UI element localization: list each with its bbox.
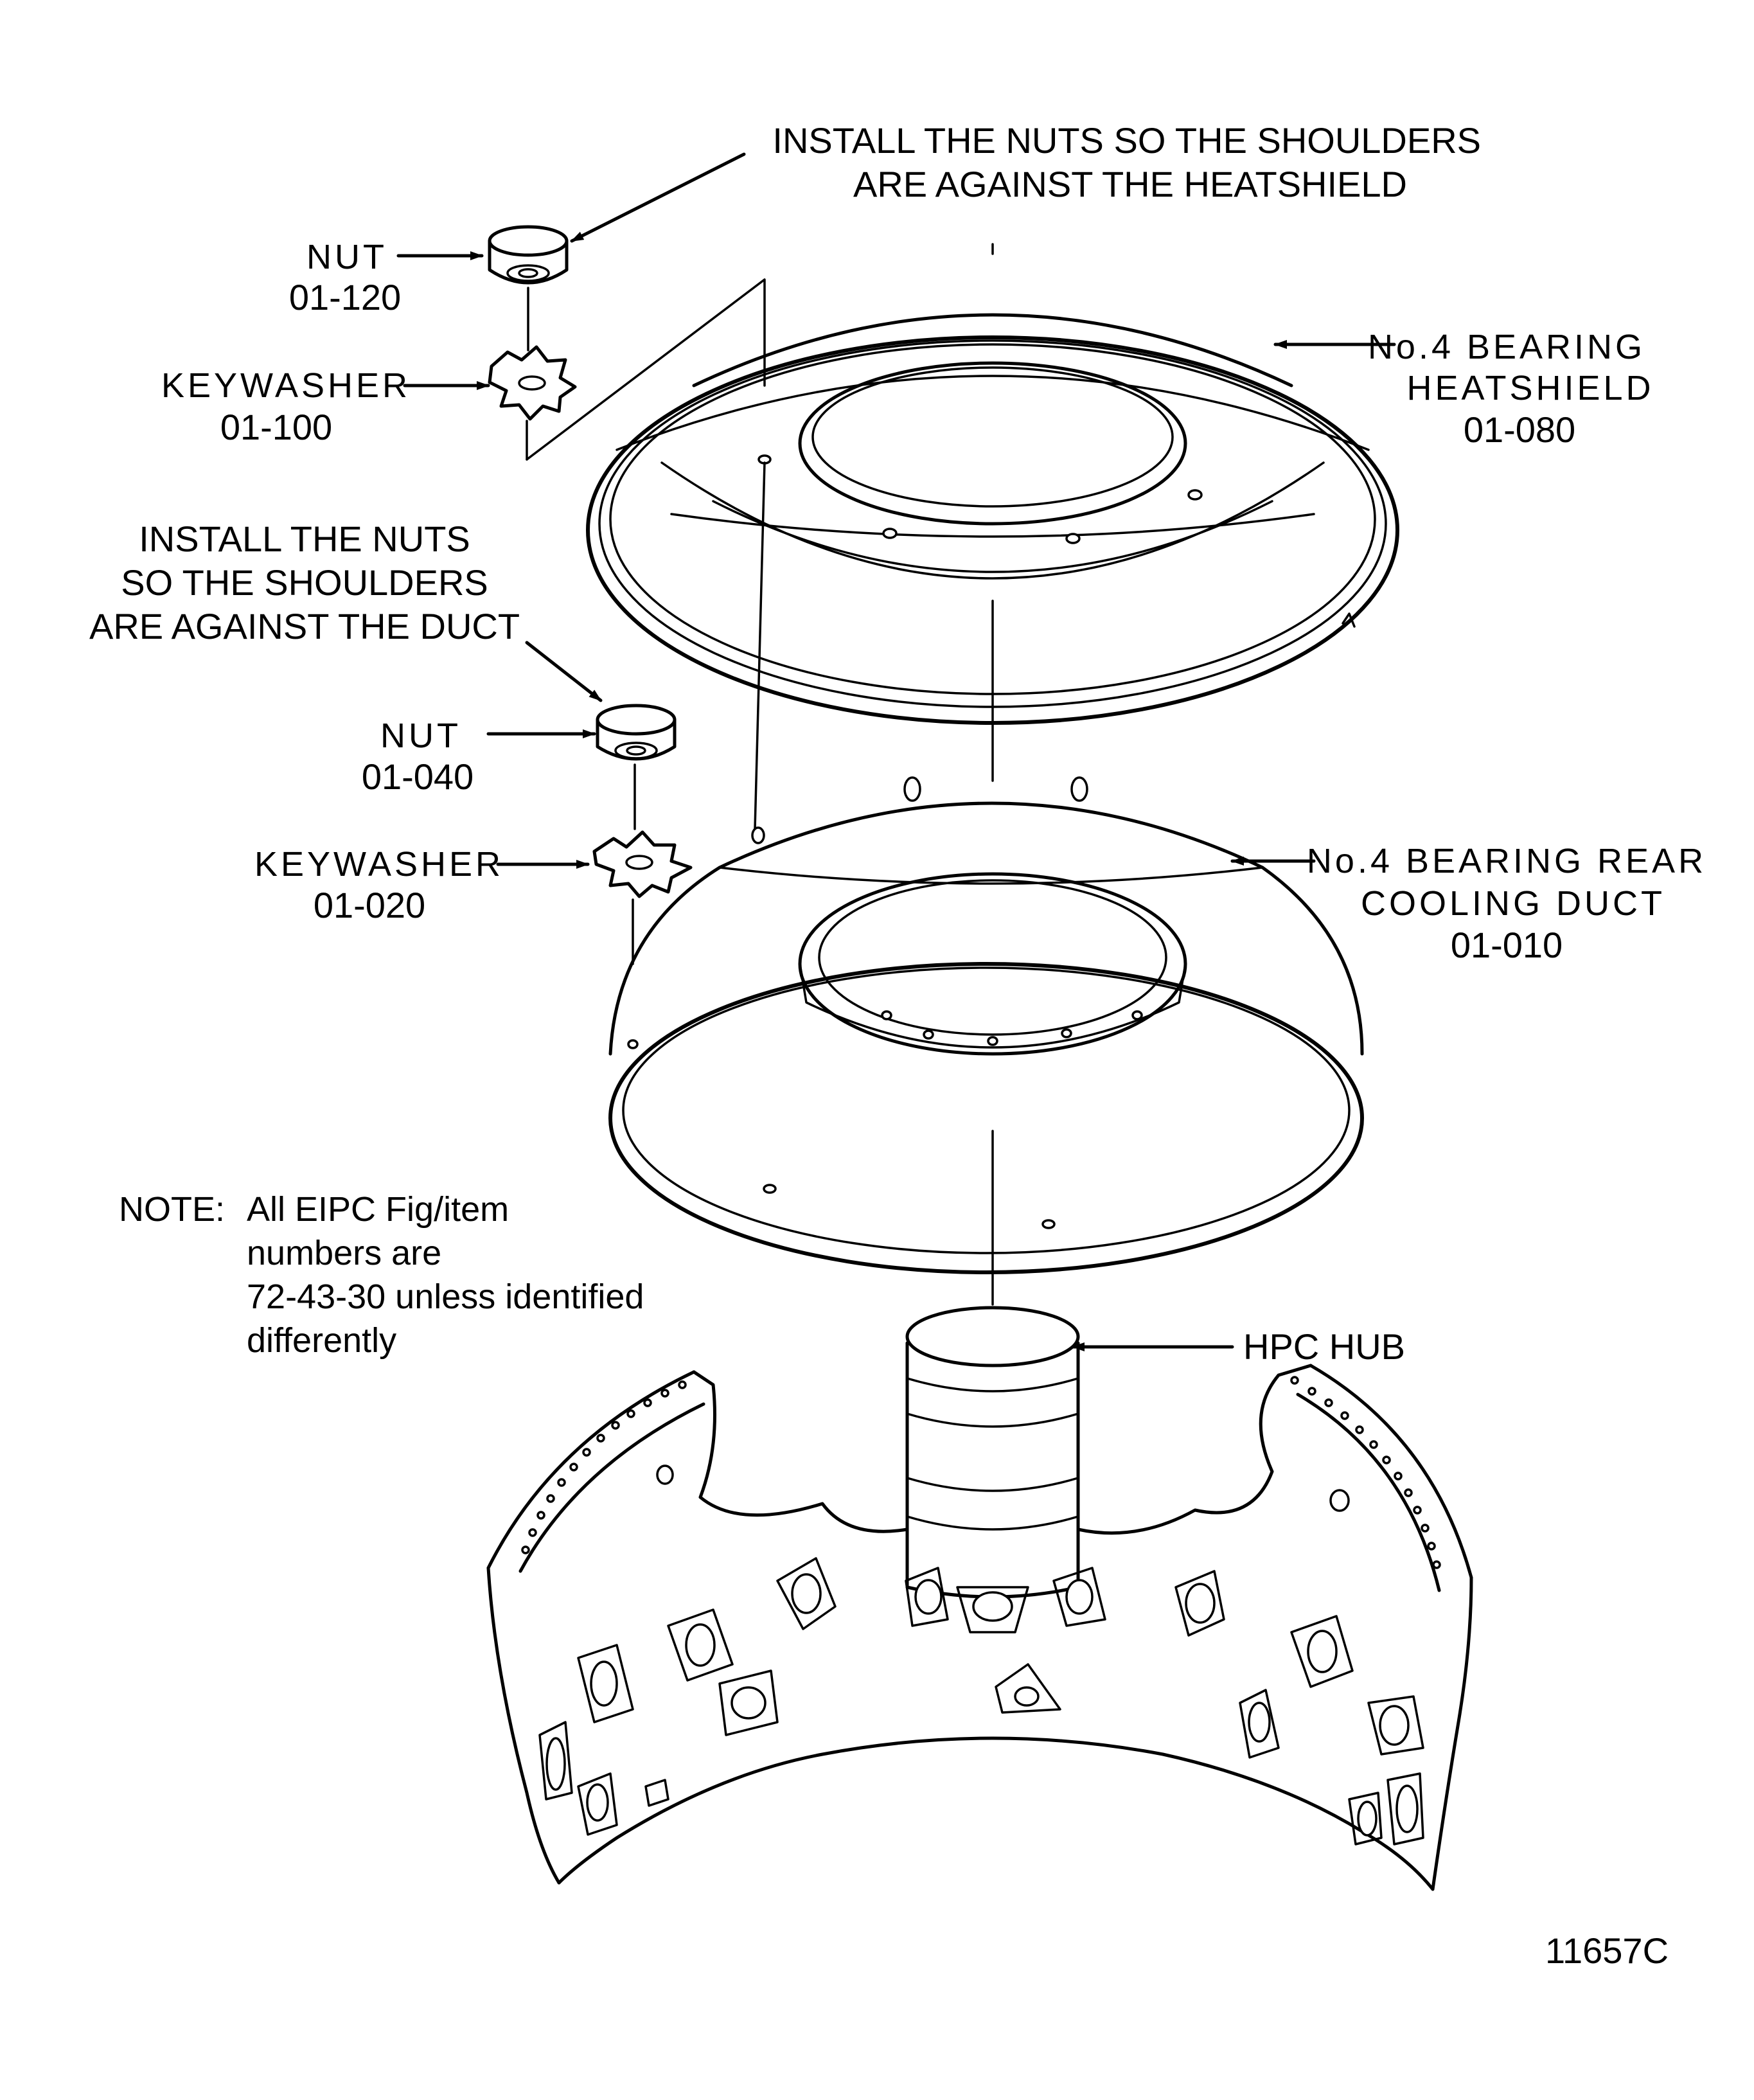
note-line-4: differently [247,1321,396,1360]
nut-lower-name: NUT [380,716,461,755]
boss-ports [538,1557,1424,1846]
install-heatshield-note: INSTALL THE NUTS SO THE SHOULDERS ARE AG… [772,120,1481,204]
alignment-line-mid [754,461,766,830]
heatshield-number: 01-080 [1464,409,1575,450]
compressor-case [486,1364,1473,1891]
lug-left [656,1464,674,1485]
keywasher-upper-number: 01-100 [220,407,332,447]
keywasher-upper-name: KEYWASHER [161,366,411,405]
lug-bottom [644,1779,669,1807]
flange-holes-right [1290,1376,1441,1569]
note-line-3: 72-43-30 unless identified [247,1277,644,1316]
nut-upper-label: NUT 01-120 [289,238,401,317]
note-prefix: NOTE: [119,1190,225,1229]
nut-upper-name: NUT [306,238,387,276]
cooling-duct-line-2: COOLING DUCT [1361,884,1665,923]
hpc-hub-label: HPC HUB [1243,1326,1405,1367]
note-line-2: numbers are [247,1234,441,1272]
keywasher-upper [488,345,577,421]
cooling-duct-line-1: No.4 BEARING REAR [1307,842,1706,880]
cooling-duct-number: 01-010 [1451,925,1563,965]
nut-lower-label: NUT 01-040 [362,716,474,797]
nut-lower [596,704,677,761]
cooling-duct-part [608,776,1364,1274]
leader-arrows [396,152,1396,1351]
note-line-1: All EIPC Fig/item [247,1190,509,1229]
keywasher-lower-name: KEYWASHER [254,845,504,884]
install-duct-line-1: INSTALL THE NUTS [139,519,470,559]
keywasher-upper-label: KEYWASHER 01-100 [161,366,411,447]
keywasher-lower-number: 01-020 [314,885,425,925]
lug-right [1329,1489,1350,1512]
arrow-install-duct [525,641,603,702]
install-duct-line-3: ARE AGAINST THE DUCT [89,606,520,646]
keywasher-lower [592,830,693,898]
note-block: NOTE: All EIPC Fig/item numbers are 72-4… [119,1190,644,1360]
figure-id: 11657C [1545,1930,1669,1971]
keywasher-lower-label: KEYWASHER 01-020 [254,845,504,925]
install-heatshield-line-1: INSTALL THE NUTS SO THE SHOULDERS [772,120,1481,161]
install-heatshield-line-2: ARE AGAINST THE HEATSHIELD [853,164,1407,204]
heatshield-line-2: HEATSHIELD [1406,369,1654,407]
install-duct-line-2: SO THE SHOULDERS [121,562,488,603]
install-duct-note: INSTALL THE NUTS SO THE SHOULDERS ARE AG… [89,519,520,646]
cooling-duct-label: No.4 BEARING REAR COOLING DUCT 01-010 [1307,842,1706,965]
heatshield-line-1: No.4 BEARING [1368,328,1645,366]
heatshield-label: No.4 BEARING HEATSHIELD 01-080 [1368,328,1654,450]
flange-holes-left [521,1380,687,1554]
hpc-hub-part [905,1306,1080,1599]
nut-upper-number: 01-120 [289,277,401,317]
nut-lower-number: 01-040 [362,756,474,797]
alignment-line-upper [526,278,766,461]
nut-upper [488,225,569,285]
arrow-install-heatshield [570,152,746,243]
